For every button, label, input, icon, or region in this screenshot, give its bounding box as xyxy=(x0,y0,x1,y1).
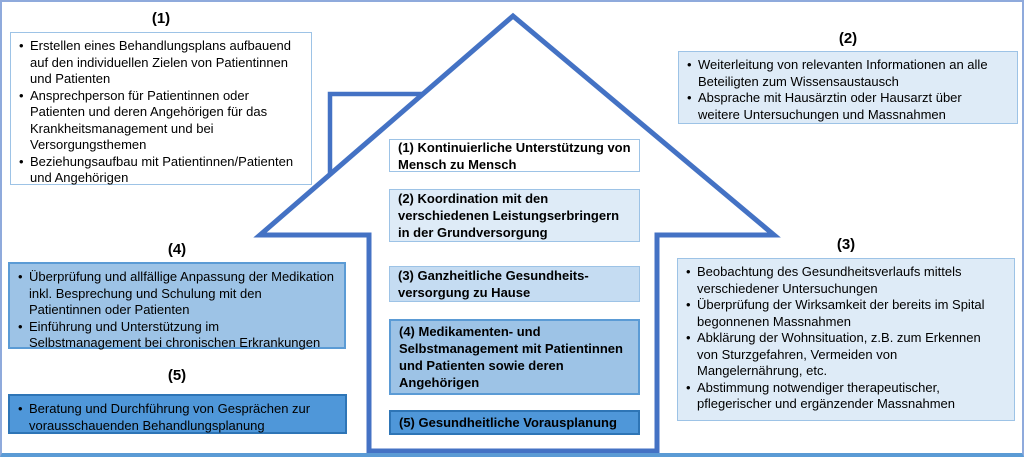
bullet-item: Ansprechperson für Patientinnen oder Pat… xyxy=(16,88,301,154)
outer-box-4: Überprüfung und allfällige Anpassung der… xyxy=(8,262,346,352)
bullet-item: Abklärung der Wohnsituation, z.B. zum Er… xyxy=(683,330,1004,380)
house-step-4: (4) Medikamenten- und Selbstmanagement m… xyxy=(389,319,640,395)
outer-box-1: Erstellen eines Behandlungsplans aufbaue… xyxy=(10,32,312,185)
bullet-item: Abstimmung notwendiger therapeutischer, … xyxy=(683,380,1004,413)
bullet-item: Überprüfung der Wirksamkeit der bereits … xyxy=(683,297,1004,330)
house-step-5: (5) Gesundheitliche Vorausplanung xyxy=(389,410,640,435)
house-step-2: (2) Koordination mit den verschiedenen L… xyxy=(389,189,640,242)
bullet-item: Absprache mit Hausärztin oder Hausarzt ü… xyxy=(684,90,1007,123)
bullet-item: Erstellen eines Behandlungsplans aufbaue… xyxy=(16,38,301,88)
outer-box-4-label: (4) xyxy=(167,241,187,258)
house-step-5-text: (5) Gesundheitliche Vorausplanung xyxy=(399,415,617,430)
outer-box-2-label: (2) xyxy=(838,30,858,47)
outer-box-1-bullet-list: Erstellen eines Behandlungsplans aufbaue… xyxy=(16,38,301,187)
bullet-item: Weiterleitung von relevanten Information… xyxy=(684,57,1007,90)
outer-box-5-bullet-list: Beratung und Durchführung von Gesprächen… xyxy=(15,401,335,434)
house-step-3-text: (3) Ganzheitliche Gesundheits-versorgung… xyxy=(398,268,589,300)
outer-box-3-label: (3) xyxy=(836,236,856,253)
outer-box-3-bullet-list: Beobachtung des Gesundheitsverlaufs mitt… xyxy=(683,264,1004,413)
outer-box-5-label: (5) xyxy=(167,367,187,384)
outer-box-2: Weiterleitung von relevanten Information… xyxy=(678,51,1018,124)
house-step-2-text: (2) Koordination mit den verschiedenen L… xyxy=(398,191,620,240)
outer-box-5: Beratung und Durchführung von Gesprächen… xyxy=(8,394,347,434)
house-step-1: (1) Kontinuierliche Unterstützung von Me… xyxy=(389,139,640,172)
outer-box-4-bullet-list: Überprüfung und allfällige Anpassung der… xyxy=(15,269,334,352)
bullet-item: Beobachtung des Gesundheitsverlaufs mitt… xyxy=(683,264,1004,297)
outer-box-1-label: (1) xyxy=(151,10,171,27)
house-step-3: (3) Ganzheitliche Gesundheits-versorgung… xyxy=(389,266,640,302)
bullet-item: Beratung und Durchführung von Gesprächen… xyxy=(15,401,335,434)
house-step-1-text: (1) Kontinuierliche Unterstützung von Me… xyxy=(398,139,631,172)
bullet-item: Überprüfung und allfällige Anpassung der… xyxy=(15,269,334,319)
outer-box-3: Beobachtung des Gesundheitsverlaufs mitt… xyxy=(677,258,1015,421)
bullet-item: Beziehungsaufbau mit Patientinnen/Patien… xyxy=(16,154,301,187)
bullet-item: Einführung und Unterstützung im Selbstma… xyxy=(15,319,334,352)
house-step-4-text: (4) Medikamenten- und Selbstmanagement m… xyxy=(399,324,623,390)
outer-box-2-bullet-list: Weiterleitung von relevanten Information… xyxy=(684,57,1007,123)
